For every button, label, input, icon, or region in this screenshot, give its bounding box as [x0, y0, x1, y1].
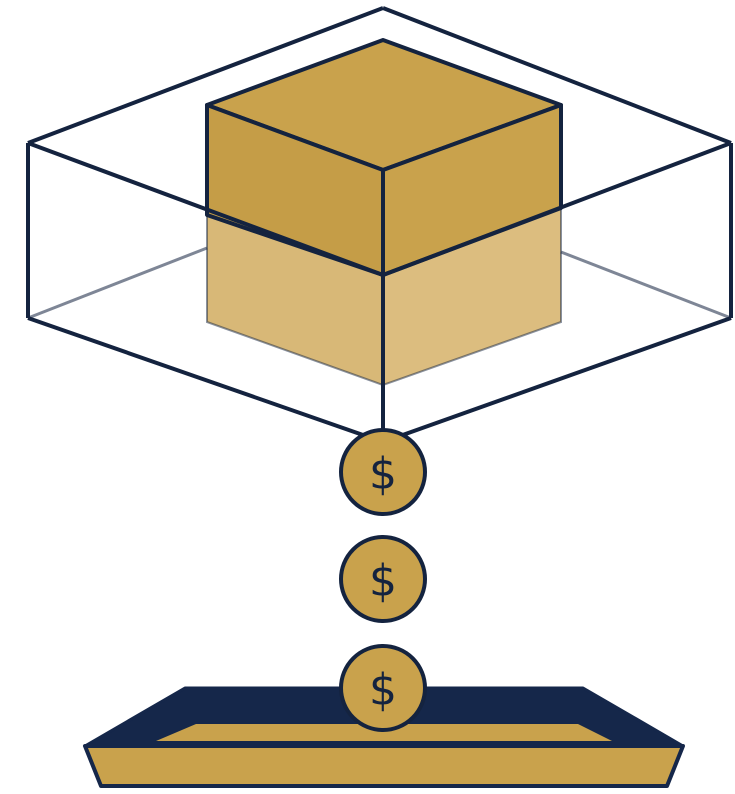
tray-inner-base: [156, 724, 612, 741]
wireframe-box-icon: [26, 6, 733, 444]
box-top-back-right-edge: [382, 6, 732, 145]
dollar-coin-icon: [339, 535, 427, 623]
box-top-back-left-edge: [27, 6, 384, 145]
coin-2: $: [339, 535, 427, 623]
gold-cube-icon: [205, 38, 563, 387]
dollar-coin-icon: [339, 428, 427, 516]
box-bottom-front-left-edge: [27, 316, 384, 444]
coin-1-symbol: $: [369, 449, 397, 500]
tray-front-face: [83, 744, 685, 788]
dollar-coin-icon: [339, 644, 427, 732]
box-top-front-left-edge: [27, 141, 384, 277]
coin-3: $: [339, 644, 427, 732]
box-bottom-front-right-edge: [382, 316, 732, 444]
box-top-front-right-edge: [382, 141, 732, 277]
coin-2-symbol: $: [369, 556, 397, 607]
box-bottom-back-right-edge: [560, 250, 732, 320]
coin-1: $: [339, 428, 427, 516]
box-bottom-back-left-edge: [27, 246, 208, 320]
coin-3-symbol: $: [369, 665, 397, 716]
